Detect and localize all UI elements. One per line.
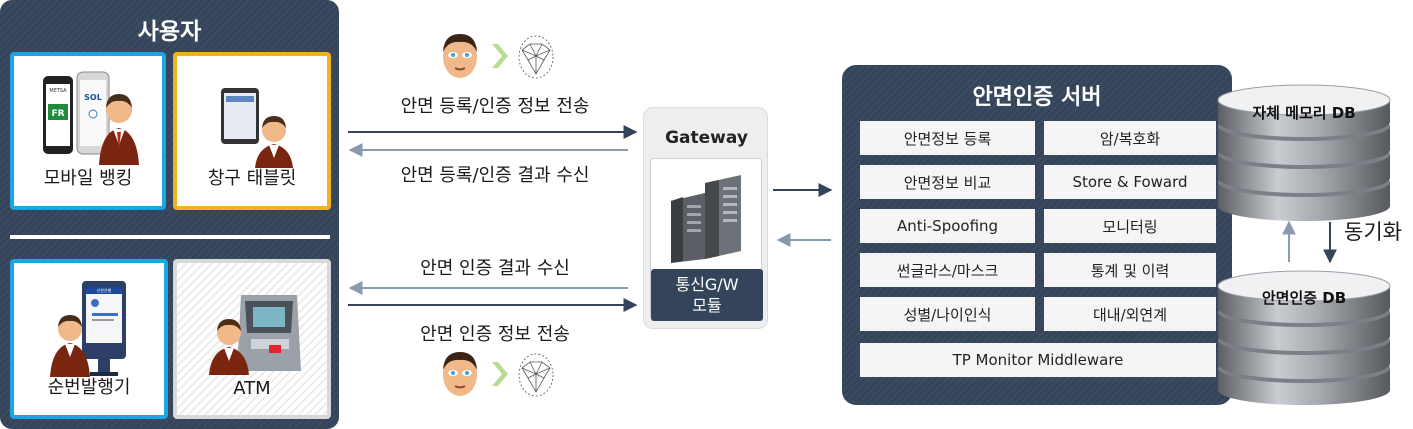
svg-text:FR: FR [51,109,64,119]
server-function-anti-spoofing: Anti-Spoofing [860,209,1035,243]
server-function-stats-history: 통계 및 이력 [1044,253,1216,287]
server-function-encryption: 암/복호화 [1044,121,1216,155]
flow-label-register-receive: 안면 등록/인증 결과 수신 [400,165,590,186]
device-card-atm: ATM [173,259,331,419]
memory-db-cylinder-icon [1217,84,1391,221]
user-panel-divider [10,235,330,239]
face-to-mesh-icon-top [443,34,554,79]
user-panel-title: 사용자 [137,19,202,45]
memory-db-label: 자체 메모리 DB [1252,104,1356,122]
face-auth-db-label: 안면인증 DB [1261,289,1347,307]
device-card-ticket-kiosk: 신한은행 순번발행기 [10,259,168,419]
gateway-inner-panel: 통신G/W 모듈 [650,158,763,321]
atm-icon [209,295,301,375]
svg-text:METSA: METSA [49,88,67,94]
svg-text:신한은행: 신한은행 [97,287,112,293]
server-function-face-register: 안면정보 등록 [860,121,1035,155]
server-title: 안면인증 서버 [972,85,1102,110]
server-function-monitoring: 모니터링 [1044,209,1216,243]
device-card-counter-tablet: 창구 태블릿 [173,52,331,210]
face-auth-db-cylinder-icon [1217,270,1391,405]
flow-label-register-send: 안면 등록/인증 정보 전송 [400,96,590,117]
device-label-ticket-kiosk: 순번발행기 [47,377,131,398]
server-function-internal-external: 대내/외연계 [1044,297,1216,331]
flow-label-auth-send: 안면 인증 정보 전송 [420,324,570,345]
gateway-module-line1: 통신G/W [675,275,739,294]
server-function-face-compare: 안면정보 비교 [860,165,1035,199]
device-label-atm: ATM [233,378,271,399]
mobile-phones-icon: METSA FR SOL [43,71,139,165]
server-function-gender-age: 성별/나이인식 [860,297,1035,331]
gateway-box: Gateway 통신G/W 모듈 [643,107,768,329]
user-panel: 사용자 METSA FR SOL 모바일 뱅킹 [0,0,339,429]
gateway-comm-module: 통신G/W 모듈 [651,269,763,321]
svg-text:SOL: SOL [84,93,102,102]
server-function-store-forward: Store & Foward [1044,165,1216,199]
face-auth-server: 안면인증 서버 안면정보 등록 암/복호화 안면정보 비교 Store & Fo… [842,65,1232,405]
server-middleware: TP Monitor Middleware [860,343,1216,377]
ticket-kiosk-icon: 신한은행 [50,281,126,377]
device-label-mobile-banking: 모바일 뱅킹 [43,168,133,189]
gateway-module-line2: 모듈 [692,296,722,315]
device-card-mobile-banking: METSA FR SOL 모바일 뱅킹 [10,52,166,210]
server-rack-icon [671,175,741,263]
face-to-mesh-icon-bottom [443,352,554,397]
tablet-icon [221,88,293,168]
device-label-counter-tablet: 창구 태블릿 [207,168,297,189]
server-function-sunglasses-mask: 썬글라스/마스크 [860,253,1035,287]
flow-label-auth-receive: 안면 인증 결과 수신 [420,258,570,279]
sync-label: 동기화 [1344,220,1402,244]
gateway-title: Gateway [665,128,748,148]
